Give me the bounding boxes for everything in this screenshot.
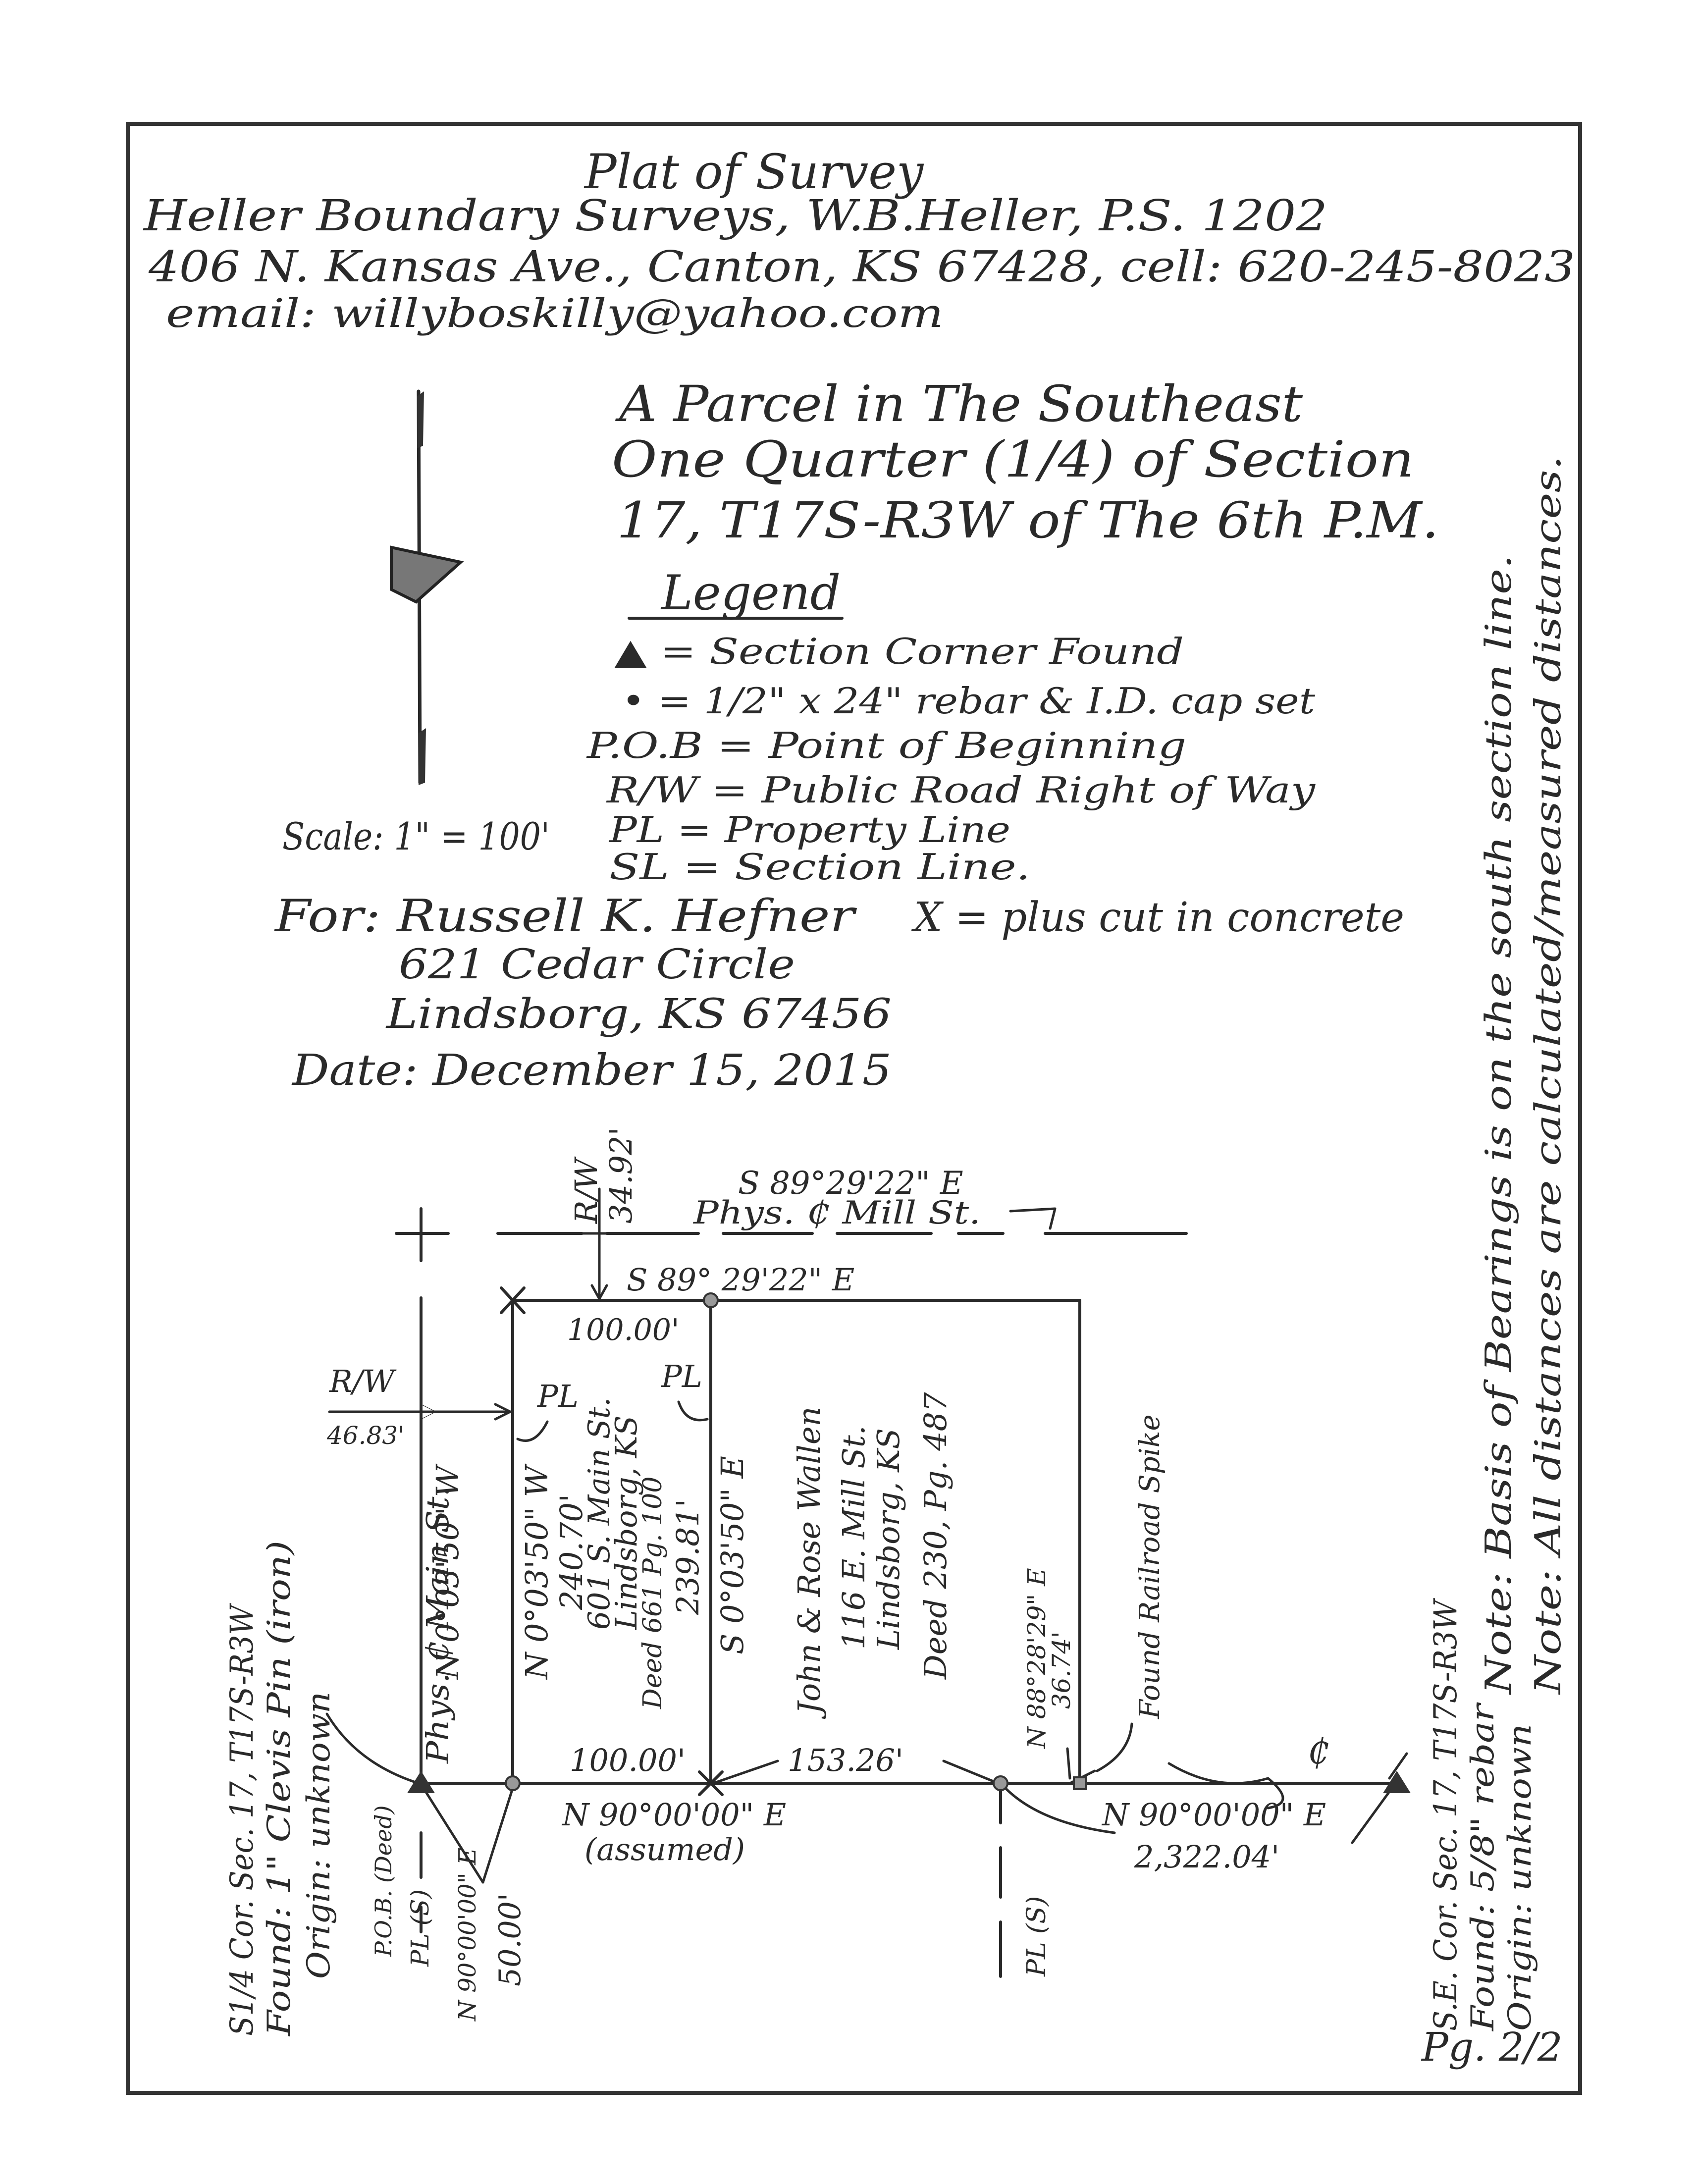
mill-street-label: Phys. ₵ Mill St. <box>693 1195 981 1231</box>
south-line-distance: 100.00' <box>570 1742 686 1778</box>
legend-item-sl: SL = Section Line. <box>609 846 1030 888</box>
legend-item-section-corner: ▲ = Section Corner Found <box>614 631 1184 672</box>
surveyor-line: Heller Boundary Surveys, W.B.Heller, P.S… <box>143 191 1327 241</box>
left-corner-line-1: S1/4 Cor. Sec. 17, T17S-R3W <box>224 1602 261 2036</box>
rw-top-label: R/W <box>568 1156 604 1224</box>
wallen-name: John & Rose Wallen <box>791 1407 827 1719</box>
rebar-set-icon <box>993 1775 1008 1791</box>
legend-item-rebar: • = 1/2" x 24" rebar & I.D. cap set <box>622 680 1316 722</box>
rw-left-label: R/W <box>329 1363 397 1399</box>
parcel-address-2: Lindsborg, KS <box>609 1415 644 1630</box>
right-corner-line-3: Origin: unknown <box>1502 1724 1538 2031</box>
main-street-label: Phys. ₵ Main St. <box>420 1486 456 1764</box>
plat-linework <box>325 1187 1408 1978</box>
page-border <box>126 122 1582 2095</box>
parcel-description-2: One Quarter (1/4) of Section <box>612 430 1414 488</box>
west-line-bearing: N 0°03'50" W <box>519 1464 555 1680</box>
pl-label-mid: PL <box>661 1358 702 1394</box>
plus-cut-icon <box>698 1770 724 1796</box>
segment-distance: 153.26' <box>788 1742 903 1778</box>
spike-distance: 36.74' <box>1047 1631 1076 1709</box>
railroad-spike-icon <box>1073 1776 1087 1790</box>
left-corner-line-3: Origin: unknown <box>301 1692 337 1979</box>
page-number: Pg. 2/2 <box>1421 2024 1563 2070</box>
east-line-distance: 239.81' <box>670 1499 706 1615</box>
parcel-description-1: A Parcel in The Southeast <box>615 375 1303 433</box>
legend-item-pob: P.O.B = Point of Beginning <box>586 725 1186 766</box>
legend-heading: Legend <box>660 565 841 621</box>
section-corner-right-icon <box>1383 1771 1411 1793</box>
email-line: email: willyboskilly@yahoo.com <box>166 290 944 336</box>
section-line-tag: ₵ <box>1308 1731 1330 1772</box>
parcel-deed: Deed 661 Pg. 100 <box>638 1477 668 1709</box>
legend-item-rw: R/W = Public Road Right of Way <box>606 769 1316 811</box>
south-line-bearing: N 90°00'00" E <box>561 1797 786 1833</box>
east-line-bearing: S 0°03'50" E <box>714 1456 750 1654</box>
parcel-address-1: 601 S. Main St. <box>582 1397 617 1630</box>
scale-note: Scale: 1" = 100' <box>282 814 550 858</box>
assumed-label: (assumed) <box>584 1831 745 1867</box>
wallen-deed: Deed 230, Pg. 487 <box>917 1392 954 1680</box>
pl-south-right: PL (S) <box>1022 1896 1052 1977</box>
pl-south-left: PL (S) <box>406 1889 434 1967</box>
north-arrow-icon <box>390 389 464 785</box>
main-street-bearing: N 0°03'50" W <box>429 1464 466 1680</box>
parcel-description-3: 17, T17S-R3W of The 6th P.M. <box>617 491 1439 549</box>
pob-bearing: N 90°00'00" E <box>454 1848 481 2022</box>
north-line-bearing: S 89° 29'22" E <box>627 1262 854 1298</box>
pob-label: P.O.B. (Deed) <box>370 1805 397 1957</box>
rw-left-distance: 46.83' <box>326 1421 405 1450</box>
survey-date: Date: December 15, 2015 <box>291 1046 892 1095</box>
pl-label-left: PL <box>537 1378 579 1414</box>
pob-distance: 50.00' <box>493 1893 528 1986</box>
wallen-address-2: Lindsborg, KS <box>870 1428 906 1650</box>
client-address-1: 621 Cedar Circle <box>399 941 795 988</box>
rebar-set-icon <box>703 1292 719 1308</box>
legend-plus-cut: X = plus cut in concrete <box>911 894 1404 941</box>
plus-cut-icon <box>500 1286 526 1314</box>
mill-street-bearing: S 89°29'22" E <box>738 1165 963 1202</box>
section-corner-left-icon <box>407 1771 435 1793</box>
rebar-set-icon <box>505 1775 521 1791</box>
wallen-address-1: 116 E. Mill St. <box>836 1426 872 1650</box>
west-line-distance: 240.70' <box>553 1494 589 1610</box>
note-distances: Note: All distances are calculated/measu… <box>1527 456 1569 1695</box>
note-basis-of-bearings: Note: Basis of Bearings is on the south … <box>1478 555 1519 1695</box>
client-address-2: Lindsborg, KS 67456 <box>385 991 892 1038</box>
rw-top-distance: 34.92' <box>603 1127 639 1224</box>
legend-item-pl: PL = Property Line <box>608 809 1010 851</box>
spike-bearing: N 88°28'29" E <box>1022 1568 1051 1749</box>
railroad-spike-label: Found Railroad Spike <box>1134 1414 1166 1719</box>
left-corner-line-2: Found: 1" Clevis Pin (iron) <box>261 1541 298 2036</box>
right-corner-line-1: S.E. Cor. Sec. 17, T17S-R3W <box>1428 1598 1464 2031</box>
address-line: 406 N. Kansas Ave., Canton, KS 67428, ce… <box>148 242 1575 292</box>
section-line-distance: 2,322.04' <box>1134 1839 1279 1875</box>
right-corner-line-2: Found: 5/8" rebar <box>1465 1702 1501 2031</box>
client-name: For: Russell K. Hefner <box>274 890 857 942</box>
section-line-bearing: N 90°00'00" E <box>1101 1797 1326 1833</box>
plat-title: Plat of Survey <box>583 144 924 200</box>
north-line-distance: 100.00' <box>567 1313 679 1347</box>
